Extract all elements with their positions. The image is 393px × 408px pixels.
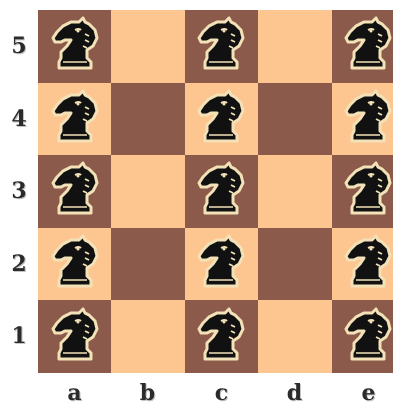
square-a4[interactable] bbox=[38, 83, 111, 156]
square-d2[interactable] bbox=[258, 228, 331, 301]
square-a1[interactable] bbox=[38, 300, 111, 373]
black-knight-icon[interactable] bbox=[191, 14, 251, 78]
square-e1[interactable] bbox=[332, 300, 393, 373]
square-b1[interactable] bbox=[111, 300, 184, 373]
square-c5[interactable] bbox=[185, 10, 258, 83]
square-e2[interactable] bbox=[332, 228, 393, 301]
file-label-e: e bbox=[332, 380, 393, 406]
square-d4[interactable] bbox=[258, 83, 331, 156]
square-c4[interactable] bbox=[185, 83, 258, 156]
black-knight-icon[interactable] bbox=[191, 159, 251, 223]
rank-label-4: 4 bbox=[8, 106, 30, 132]
black-knight-icon[interactable] bbox=[338, 159, 393, 223]
file-label-b: b bbox=[111, 380, 184, 406]
black-knight-icon[interactable] bbox=[191, 305, 251, 369]
file-label-d: d bbox=[258, 380, 331, 406]
black-knight-icon[interactable] bbox=[45, 159, 105, 223]
square-c2[interactable] bbox=[185, 228, 258, 301]
square-d1[interactable] bbox=[258, 300, 331, 373]
square-b2[interactable] bbox=[111, 228, 184, 301]
rank-label-1: 1 bbox=[8, 323, 30, 349]
black-knight-icon[interactable] bbox=[191, 87, 251, 151]
black-knight-icon[interactable] bbox=[338, 305, 393, 369]
file-label-a: a bbox=[38, 380, 111, 406]
square-a2[interactable] bbox=[38, 228, 111, 301]
square-c1[interactable] bbox=[185, 300, 258, 373]
black-knight-icon[interactable] bbox=[338, 87, 393, 151]
rank-label-5: 5 bbox=[8, 33, 30, 59]
black-knight-icon[interactable] bbox=[45, 232, 105, 296]
square-e3[interactable] bbox=[332, 155, 393, 228]
square-b5[interactable] bbox=[111, 10, 184, 83]
square-d5[interactable] bbox=[258, 10, 331, 83]
square-a3[interactable] bbox=[38, 155, 111, 228]
file-label-c: c bbox=[185, 380, 258, 406]
chessboard bbox=[38, 10, 393, 373]
square-e4[interactable] bbox=[332, 83, 393, 156]
square-b4[interactable] bbox=[111, 83, 184, 156]
square-c3[interactable] bbox=[185, 155, 258, 228]
square-d3[interactable] bbox=[258, 155, 331, 228]
black-knight-icon[interactable] bbox=[45, 305, 105, 369]
square-b3[interactable] bbox=[111, 155, 184, 228]
square-e5[interactable] bbox=[332, 10, 393, 83]
black-knight-icon[interactable] bbox=[338, 232, 393, 296]
black-knight-icon[interactable] bbox=[45, 87, 105, 151]
black-knight-icon[interactable] bbox=[45, 14, 105, 78]
black-knight-icon[interactable] bbox=[338, 14, 393, 78]
black-knight-icon[interactable] bbox=[191, 232, 251, 296]
rank-label-2: 2 bbox=[8, 251, 30, 277]
square-a5[interactable] bbox=[38, 10, 111, 83]
rank-label-3: 3 bbox=[8, 178, 30, 204]
